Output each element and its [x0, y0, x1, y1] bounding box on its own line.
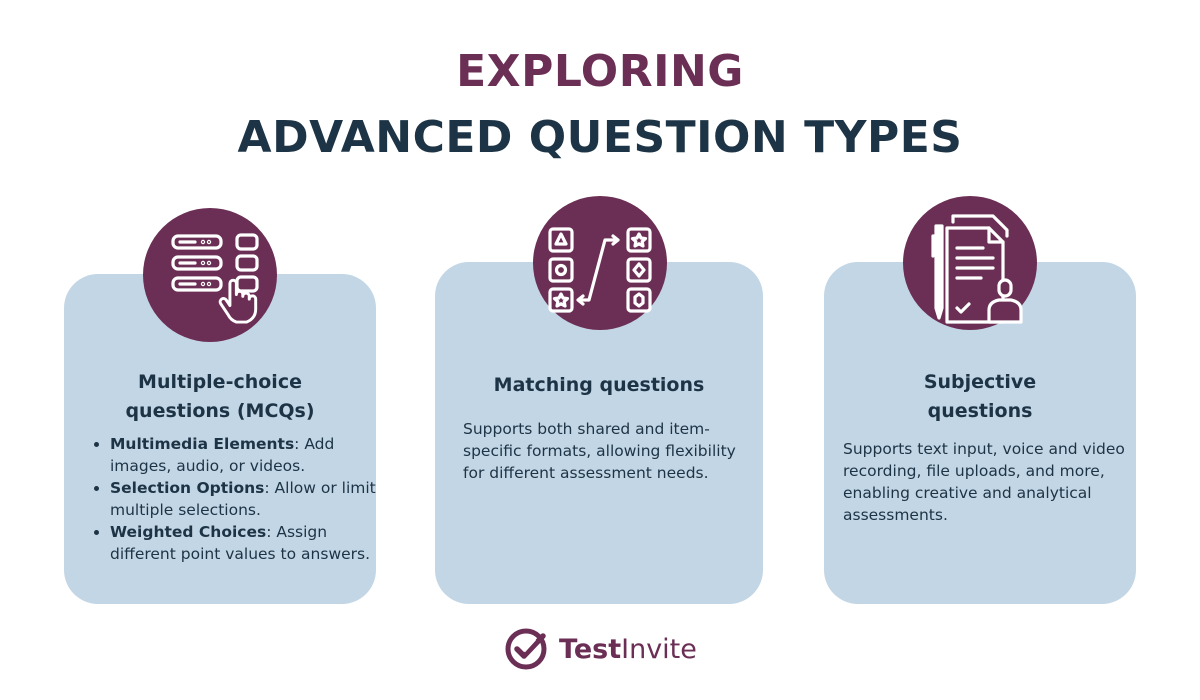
logo-text: TestInvite	[559, 633, 697, 665]
card-title-multiple-choice: Multiple-choice questions (MCQs)	[125, 371, 315, 422]
card-text-subjective: Supports text input, voice and video rec…	[843, 440, 1125, 524]
list-item: Weighted Choices: Assign different point…	[110, 521, 380, 565]
testinvite-logo[interactable]: TestInvite	[503, 625, 697, 673]
list-item: Multimedia Elements: Add images, audio, …	[110, 433, 380, 477]
card-text-matching: Supports both shared and item-specific f…	[463, 420, 736, 482]
testinvite-check-icon	[505, 628, 547, 670]
card-title-matching: Matching questions	[493, 374, 705, 396]
title-exploring: EXPLORING	[456, 46, 744, 97]
list-item: Selection Options: Allow or limit multip…	[110, 477, 380, 521]
matching-icon	[533, 196, 667, 330]
card-title-subjective: Subjective questions	[923, 371, 1037, 422]
multiple-choice-icon	[143, 208, 277, 342]
multiple-choice-bullet-list: Multimedia Elements: Add images, audio, …	[92, 433, 380, 565]
title-advanced-question-types: ADVANCED QUESTION TYPES	[237, 112, 963, 163]
subjective-document-icon	[903, 196, 1037, 330]
